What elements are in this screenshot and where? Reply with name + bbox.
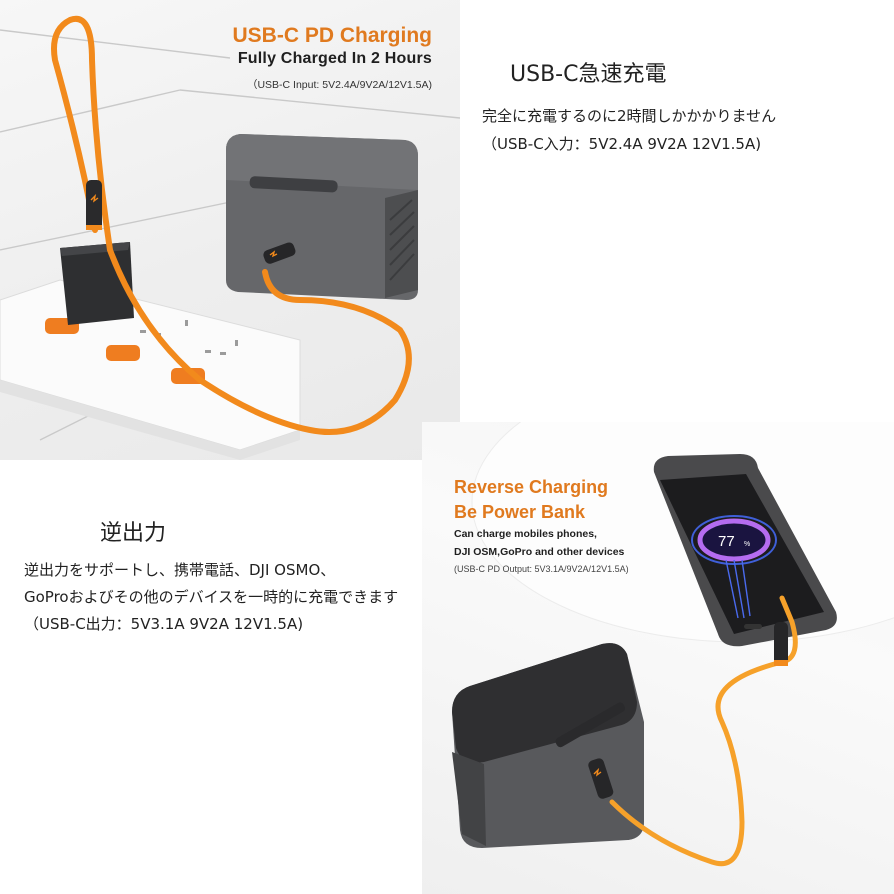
battery-unit: % <box>744 541 750 548</box>
charging-scene-illustration <box>0 15 460 460</box>
charging-case <box>452 643 644 848</box>
smartphone: 77 % <box>653 454 837 647</box>
battery-percent: 77 <box>718 533 735 550</box>
promo-subtitle-1: Can charge mobiles phones, <box>454 528 597 540</box>
promo-output-spec: (USB-C PD Output: 5V3.1A/9V2A/12V1.5A) <box>454 564 629 574</box>
promo-title: USB-C PD Charging <box>232 24 433 47</box>
reverse-charging-scene-illustration: 77 % <box>452 422 894 866</box>
promo-title-line-1: Reverse Charging <box>454 477 609 497</box>
output-description-text-1: 逆出力をサポートし、携帯電話、DJI OSMO、 <box>24 561 336 579</box>
promo-subtitle-2: DJI OSM,GoPro and other devices <box>454 546 625 558</box>
output-description-title: 逆出力 <box>100 521 167 546</box>
promo-title: Reverse Charging Be Power Bank <box>454 475 608 525</box>
promo-subtitle: Fully Charged In 2 Hours <box>237 50 432 67</box>
promo-input-spec: （USB-C Input: 5V2.4A/9V2A/12V1.5A) <box>246 79 432 91</box>
output-description-text-2: GoProおよびその他のデバイスを一時的に充電できます <box>24 588 399 606</box>
power-strip <box>0 279 301 460</box>
promo-title-line-2: Be Power Bank <box>454 502 586 522</box>
charging-case <box>226 134 418 300</box>
output-description-spec: （USB-C出力：5V3.1A 9V2A 12V1.5A) <box>24 615 304 633</box>
reverse-charging-photo: 77 % Reverse Charging Be Power Bank Can … <box>422 422 894 894</box>
input-charging-photo: USB-C PD Charging Fully Charged In 2 Hou… <box>0 0 460 460</box>
input-description-spec: （USB-C入力：5V2.4A 9V2A 12V1.5A) <box>482 135 762 153</box>
usb-c-cable <box>51 15 412 435</box>
input-description-text: 完全に充電するのに2時間しかかかりません <box>482 107 777 125</box>
input-description-title: USB-C急速充電 <box>510 62 667 87</box>
